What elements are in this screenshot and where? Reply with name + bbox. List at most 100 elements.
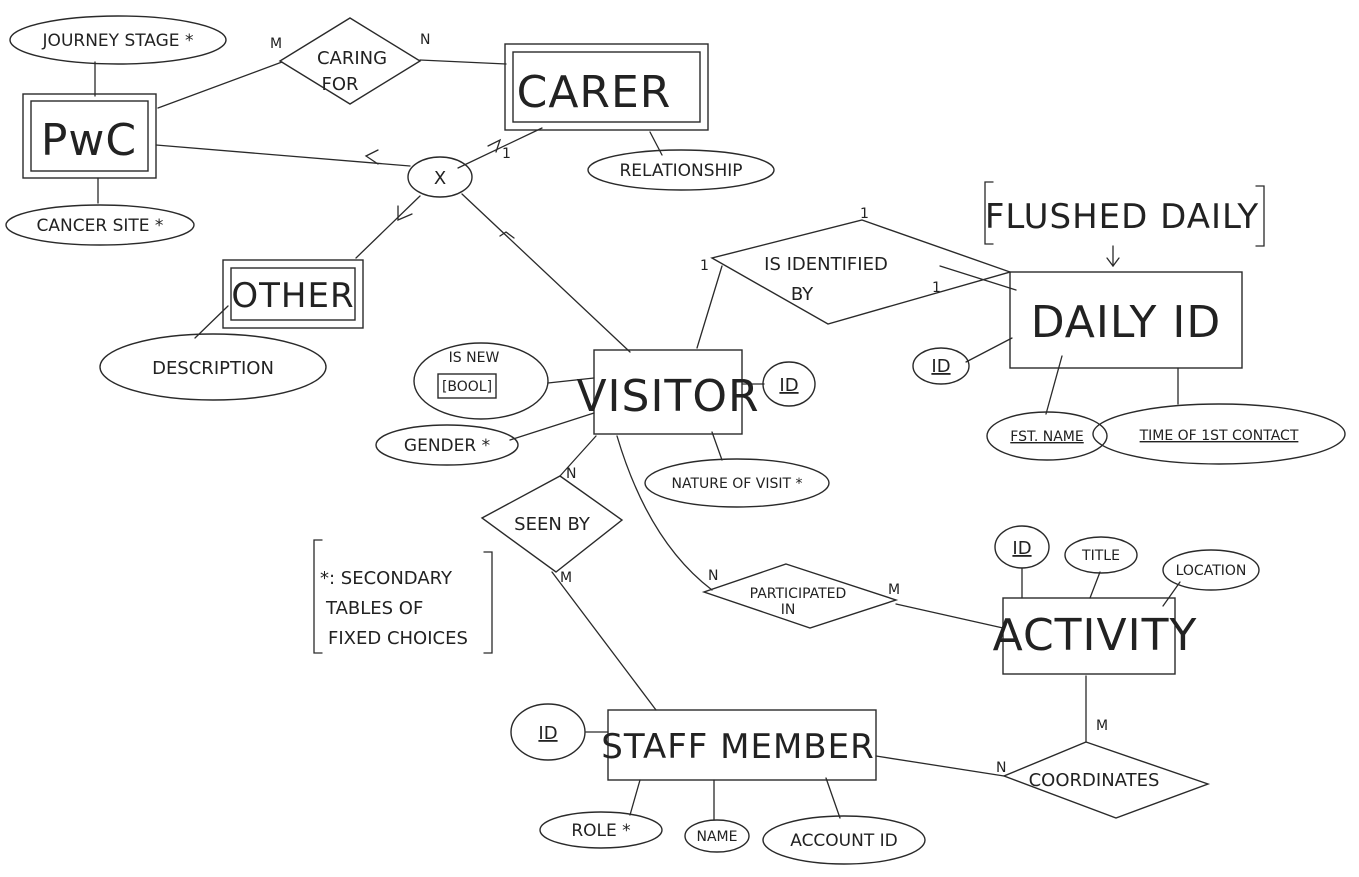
visitor-id-label: ID (779, 375, 798, 396)
attr-is-new[interactable]: IS NEW [BOOL] (413, 342, 549, 420)
line-x-other (355, 195, 421, 259)
legend-line3: FIXED CHOICES (328, 628, 468, 649)
arrow-to-carer (487, 138, 502, 153)
line-isnew-visitor (547, 377, 595, 384)
relationship-participated-in[interactable]: PARTICIPATED IN (701, 563, 899, 629)
attr-account-id[interactable]: ACCOUNT ID (762, 815, 926, 865)
attr-time-of-first-contact[interactable]: TIME OF 1ST CONTACT (1092, 403, 1346, 465)
attr-description[interactable]: DESCRIPTION (99, 333, 327, 401)
seen-by-label: SEEN BY (514, 514, 591, 535)
entity-visitor-label: VISITOR (576, 371, 759, 422)
title-label: TITLE (1081, 548, 1120, 564)
relationship-exclusive-arc[interactable]: X (407, 156, 473, 198)
entity-daily-id[interactable]: DAILY ID (1009, 271, 1243, 369)
entity-daily-id-label: DAILY ID (1031, 297, 1222, 348)
caring-for-line1: CARING (317, 48, 387, 69)
line-activity-location (1162, 581, 1181, 607)
note-legend: *: SECONDARY TABLES OF FIXED CHOICES (313, 539, 493, 654)
line-gender-visitor (509, 412, 595, 441)
card-caring-pwc: M (270, 36, 282, 52)
attr-location[interactable]: LOCATION (1162, 549, 1260, 591)
attr-journey-stage[interactable]: JOURNEY STAGE * (9, 15, 227, 65)
description-label: DESCRIPTION (152, 358, 274, 379)
card-participated-visitor: N (708, 568, 718, 584)
exclusive-arc-label: X (434, 168, 446, 189)
entity-pwc[interactable]: PwC (22, 93, 157, 179)
arrow-to-other (397, 205, 413, 221)
attr-staff-id[interactable]: ID (510, 703, 586, 761)
daily-id-key-label: ID (931, 356, 950, 377)
line-staff-coordinates (875, 755, 1005, 777)
card-identified-top: 1 (860, 206, 869, 222)
entity-staff-member-label: STAFF MEMBER (601, 727, 874, 767)
entity-visitor[interactable]: VISITOR (576, 349, 759, 435)
is-new-line2: [BOOL] (442, 379, 492, 395)
relationship-label: RELATIONSHIP (619, 161, 742, 181)
attr-fst-name[interactable]: FST. NAME (986, 411, 1108, 461)
nature-of-visit-label: NATURE OF VISIT * (671, 476, 802, 492)
entity-activity[interactable]: ACTIVITY (993, 597, 1198, 675)
attr-nature-of-visit[interactable]: NATURE OF VISIT * (644, 458, 830, 508)
line-activity-title (1089, 571, 1101, 599)
time-of-first-contact-label: TIME OF 1ST CONTACT (1139, 428, 1299, 444)
entity-carer[interactable]: CARER (504, 43, 709, 131)
caring-for-line2: FOR (321, 74, 358, 95)
line-dailyid-fst (1045, 355, 1063, 415)
entity-other-label: OTHER (231, 276, 354, 316)
attr-daily-id-key[interactable]: ID (912, 347, 970, 385)
name-label: NAME (697, 829, 738, 845)
relationship-seen-by[interactable]: SEEN BY (480, 475, 624, 573)
card-identified-visitor: 1 (700, 258, 709, 274)
card-seen-staff: M (560, 570, 572, 586)
entity-other[interactable]: OTHER (222, 259, 364, 329)
line-flushed-arrowhead (1106, 257, 1120, 268)
participated-in-line1: PARTICIPATED (750, 586, 847, 602)
card-seen-visitor: N (566, 466, 576, 482)
is-identified-by-line1: IS IDENTIFIED (764, 254, 888, 275)
legend-line1: *: SECONDARY (320, 568, 453, 589)
line-pwc-x (155, 144, 411, 167)
attr-role[interactable]: ROLE * (539, 811, 663, 849)
entity-staff-member[interactable]: STAFF MEMBER (601, 709, 877, 781)
line-participated-activity (895, 603, 1004, 629)
line-visitor-nature (711, 431, 723, 461)
line-staff-account (825, 777, 841, 819)
cardinality-labels: M N 1 1 1 1 N M N M M N (270, 32, 1108, 776)
entity-carer-label: CARER (517, 67, 672, 118)
line-dailyid-id (965, 337, 1013, 363)
attr-activity-id[interactable]: ID (994, 525, 1050, 569)
relationship-is-identified-by[interactable]: IS IDENTIFIED BY (710, 219, 1013, 325)
fst-name-label: FST. NAME (1010, 429, 1083, 445)
attr-visitor-id[interactable]: ID (762, 361, 816, 407)
relationship-coordinates[interactable]: COORDINATES (1002, 741, 1211, 819)
connector-lines (94, 59, 1181, 821)
legend-line2: TABLES OF (325, 598, 423, 619)
attr-gender[interactable]: GENDER * (375, 424, 519, 466)
line-staff-role (629, 779, 641, 816)
line-visitor-seen (559, 435, 597, 477)
card-participated-activity: M (888, 582, 900, 598)
attr-name[interactable]: NAME (684, 819, 750, 853)
journey-stage-label: JOURNEY STAGE * (42, 31, 194, 51)
line-x-visitor (461, 193, 631, 353)
attr-cancer-site[interactable]: CANCER SITE * (5, 204, 195, 246)
line-caring-carer (419, 59, 507, 65)
card-exclusive-carer: 1 (502, 146, 511, 162)
arrow-to-pwc (364, 149, 379, 165)
attr-title[interactable]: TITLE (1064, 536, 1138, 574)
card-coordinates-staff: N (996, 760, 1006, 776)
account-id-label: ACCOUNT ID (790, 831, 898, 851)
line-visitor-identified (696, 265, 723, 349)
location-label: LOCATION (1176, 563, 1247, 579)
activity-id-label: ID (1012, 538, 1031, 559)
gender-label: GENDER * (404, 436, 490, 456)
relationship-caring-for[interactable]: CARING FOR (278, 17, 422, 105)
is-new-line1: IS NEW (449, 350, 500, 366)
cancer-site-label: CANCER SITE * (37, 216, 164, 236)
line-seen-staff (551, 571, 657, 711)
participated-in-line2: IN (781, 602, 796, 618)
role-label: ROLE * (571, 821, 630, 841)
attr-relationship[interactable]: RELATIONSHIP (587, 149, 775, 191)
entity-activity-label: ACTIVITY (993, 610, 1198, 661)
